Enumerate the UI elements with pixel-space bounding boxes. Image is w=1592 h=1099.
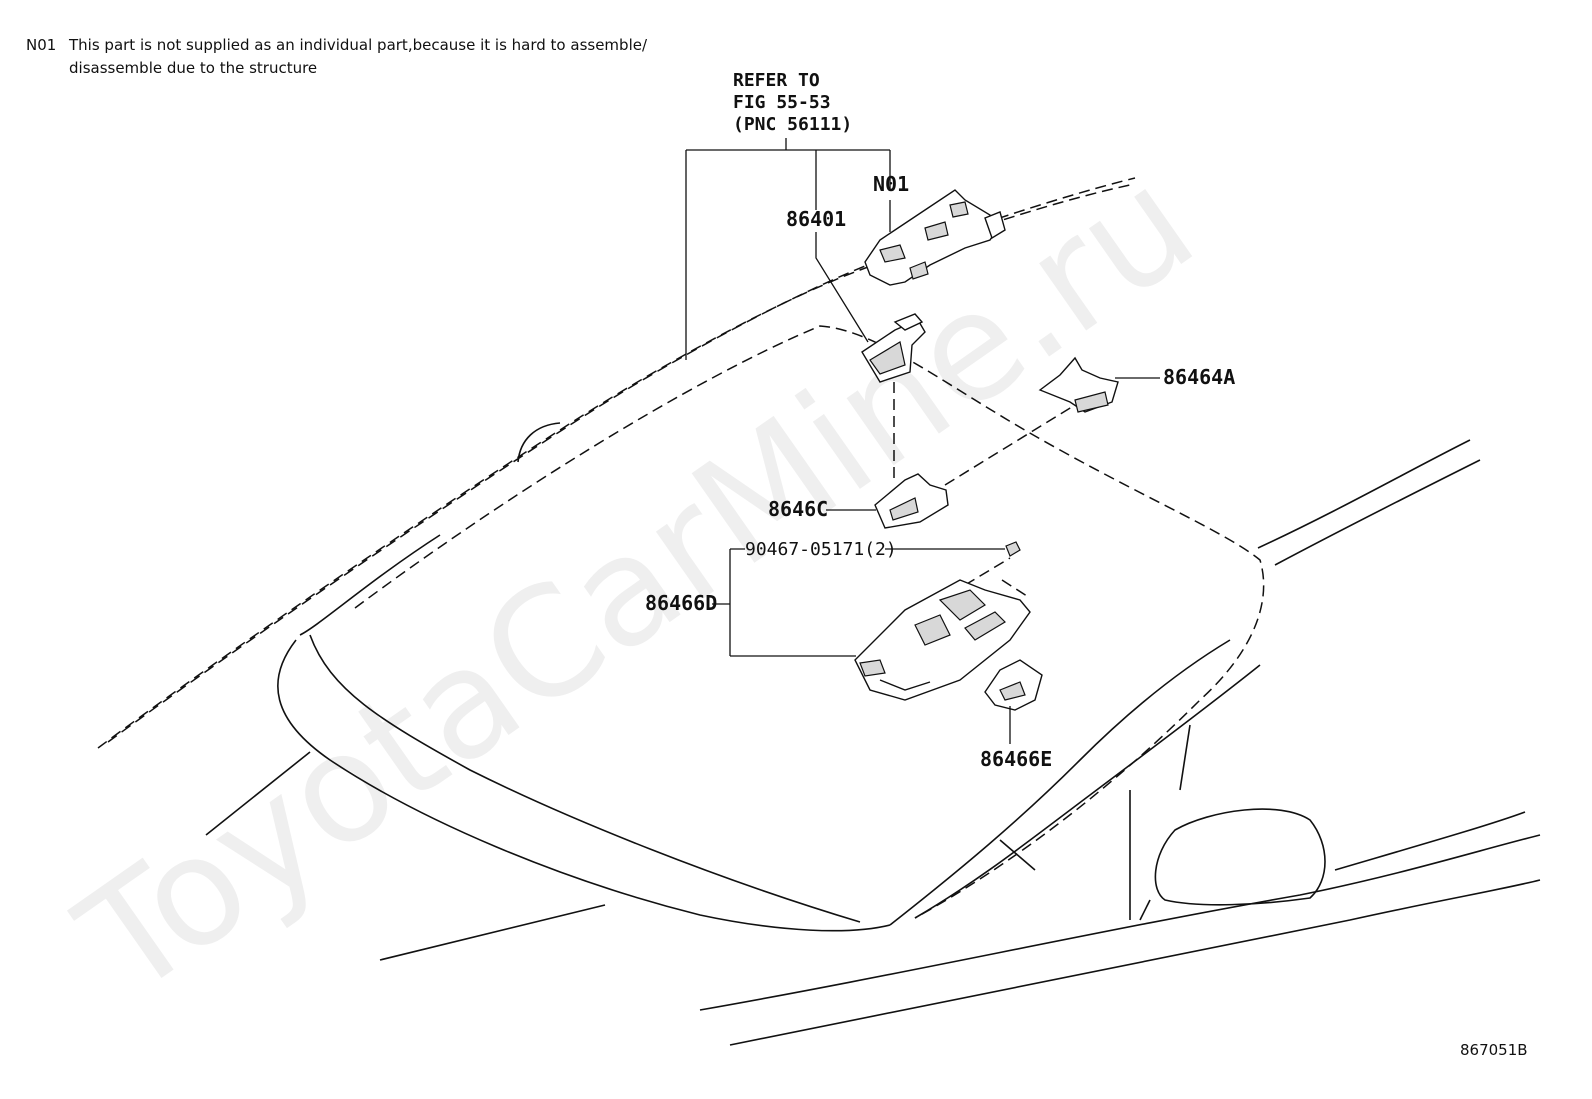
- label-86466d: 86466D: [645, 591, 717, 615]
- label-86401: 86401: [786, 207, 846, 231]
- label-8646c: 8646C: [768, 497, 828, 521]
- footnote-line-1: This part is not supplied as an individu…: [69, 36, 648, 54]
- refer-line-1: REFER TO: [733, 70, 820, 91]
- part-n01-shape: [864, 189, 1006, 286]
- footnote-line-2: disassemble due to the structure: [69, 59, 318, 77]
- part-86466e-shape: [984, 659, 1043, 711]
- label-86464a: 86464A: [1163, 365, 1235, 389]
- part-8646c-shape: [874, 473, 949, 529]
- part-86401-shape: [861, 313, 926, 383]
- footnote: N01 This part is not supplied as an indiv…: [26, 34, 647, 80]
- footnote-code: N01: [26, 36, 57, 54]
- part-90467-clip: [1005, 541, 1021, 557]
- refer-callout: REFER TO FIG 55-53 (PNC 56111): [685, 70, 891, 360]
- figure-number: 867051B: [1460, 1041, 1528, 1059]
- dashed-assembly-lines: [893, 382, 1076, 599]
- part-86466d-shape: [854, 579, 1031, 701]
- body-lines: [205, 439, 1541, 1046]
- label-86466e: 86466E: [980, 747, 1052, 771]
- refer-line-2: FIG 55-53: [733, 92, 831, 113]
- refer-line-3: (PNC 56111): [733, 114, 852, 135]
- watermark: ToyotaCarMine.ru: [50, 135, 1224, 1030]
- label-90467: 90467-05171(2): [745, 539, 897, 560]
- label-n01: N01: [873, 172, 909, 196]
- part-86464a-shape: [1038, 356, 1119, 413]
